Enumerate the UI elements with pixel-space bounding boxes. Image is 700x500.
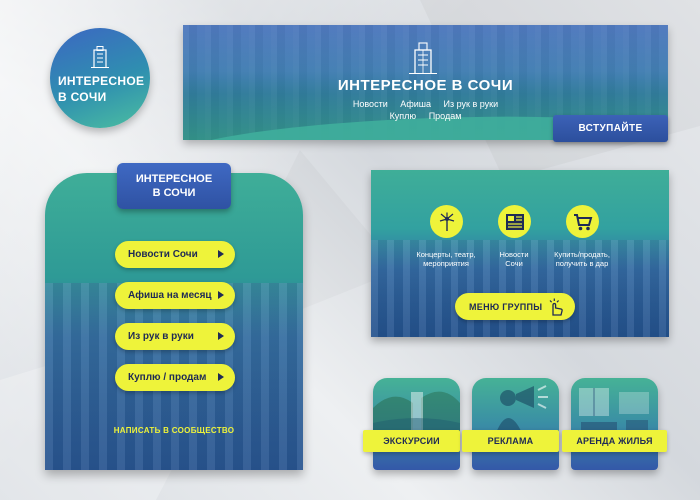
menu-tab: ИНТЕРЕСНОЕ В СОЧИ (117, 163, 231, 209)
widget-item-buy-sell[interactable] (566, 205, 599, 238)
banner-nav-afisha[interactable]: Афиша (400, 99, 431, 109)
card-label-advertising[interactable]: РЕКЛАМА (462, 430, 559, 452)
menu-item-buy-sell[interactable]: Куплю / продам (115, 364, 235, 391)
banner-nav-hand-to-hand[interactable]: Из рук в руки (443, 99, 499, 109)
write-to-community-link[interactable]: НАПИСАТЬ В СООБЩЕСТВО (113, 426, 235, 435)
card-excursions[interactable] (373, 378, 460, 470)
widget-label-line: Концерты, театр, (416, 250, 476, 259)
group-widget (371, 170, 669, 337)
building-icon (409, 42, 437, 74)
fireworks-icon (439, 212, 454, 231)
play-arrow-icon (218, 332, 224, 340)
widget-label-line: Купить/продать, (554, 250, 610, 259)
widget-label-line: получить в дар (555, 259, 609, 268)
play-arrow-icon (218, 373, 224, 381)
menu-tab-line2: В СОЧИ (152, 187, 196, 199)
banner-nav-news[interactable]: Новости (352, 99, 388, 109)
group-menu-label: МЕНЮ ГРУППЫ (469, 301, 543, 312)
menu-item-label: Куплю / продам (128, 372, 207, 383)
banner-nav-row2: Куплю Продам (183, 111, 668, 121)
waterfall-image (373, 391, 460, 438)
menu-item-label: Новости Сочи (128, 249, 198, 260)
widget-item-events[interactable] (430, 205, 463, 238)
menu-item-label: Из рук в руки (128, 331, 194, 342)
banner-nav-row1: Новости Афиша Из рук в руки (183, 99, 668, 109)
menu-item-afisha[interactable]: Афиша на месяц (115, 282, 235, 309)
group-menu-button[interactable]: МЕНЮ ГРУППЫ (455, 293, 575, 320)
card-label-rental[interactable]: АРЕНДА ЖИЛЬЯ (562, 430, 667, 452)
widget-label-news: Новости Сочи (474, 250, 554, 268)
megaphone-person-image (496, 385, 548, 433)
cart-icon (573, 213, 592, 230)
widget-label-line: Новости (499, 250, 529, 259)
widget-label-events: Концерты, театр, мероприятия (406, 250, 486, 268)
widget-label-buy-sell: Купить/продать, получить в дар (542, 250, 622, 268)
widget-label-line: мероприятия (423, 259, 469, 268)
avatar-title-line2: В СОЧИ (58, 90, 107, 104)
card-rental[interactable] (571, 378, 658, 470)
hand-pointer-icon (549, 298, 563, 316)
play-arrow-icon (218, 291, 224, 299)
widget-item-news[interactable] (498, 205, 531, 238)
card-advertising[interactable] (472, 378, 559, 470)
apartment-interior-image (579, 388, 649, 436)
card-label-excursions[interactable]: ЭКСКУРСИИ (363, 430, 460, 452)
avatar-title-line1: ИНТЕРЕСНОЕ (58, 74, 145, 88)
building-icon (91, 46, 109, 68)
banner-title: ИНТЕРЕСНОЕ В СОЧИ (337, 77, 514, 94)
widget-photo (371, 240, 669, 337)
join-button[interactable]: ВСТУПАЙТЕ (553, 115, 668, 142)
community-avatar[interactable]: ИНТЕРЕСНОЕ В СОЧИ (50, 28, 150, 128)
banner-nav-buy[interactable]: Куплю (389, 111, 417, 121)
menu-item-hand-to-hand[interactable]: Из рук в руки (115, 323, 235, 350)
menu-item-label: Афиша на месяц (128, 290, 212, 301)
menu-item-news[interactable]: Новости Сочи (115, 241, 235, 268)
play-arrow-icon (218, 250, 224, 258)
menu-tab-line1: ИНТЕРЕСНОЕ (135, 173, 213, 185)
banner-nav-sell[interactable]: Продам (428, 111, 462, 121)
newspaper-icon (505, 213, 524, 230)
widget-label-line: Сочи (505, 259, 523, 268)
